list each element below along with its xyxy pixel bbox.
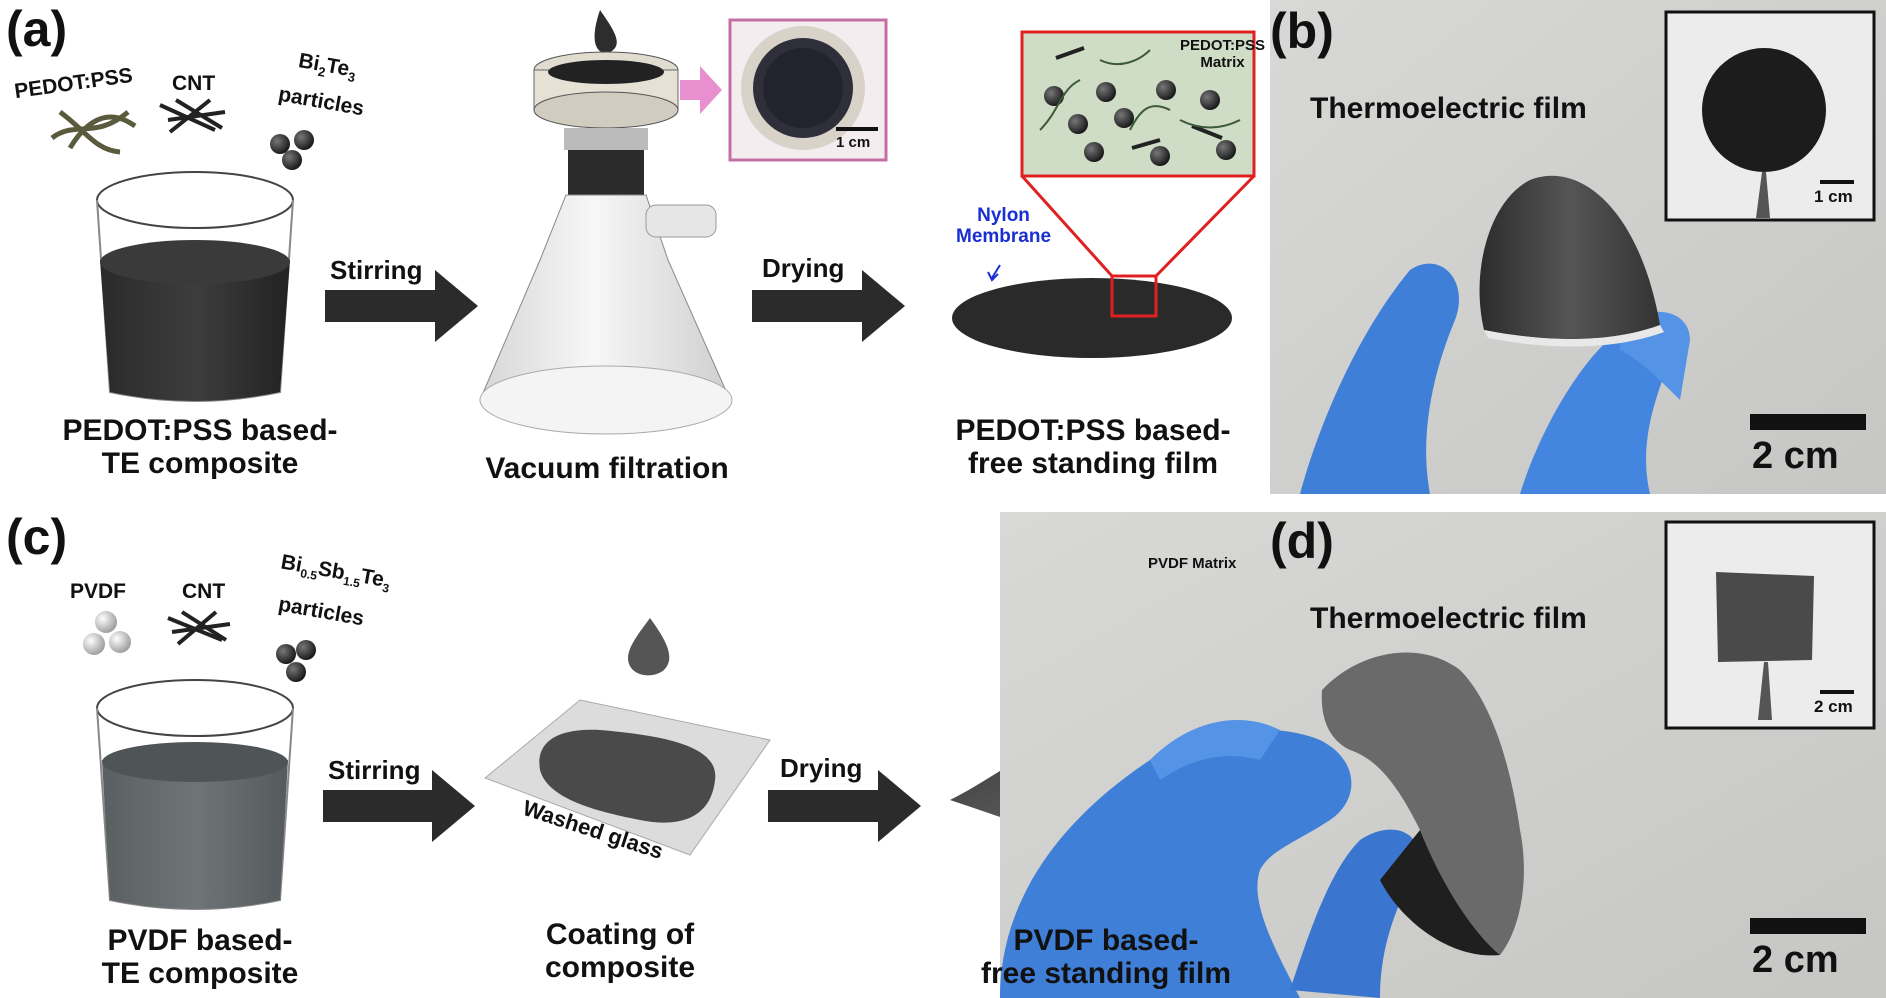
label-thermoelectric-film-d: Thermoelectric film (1310, 602, 1587, 635)
pink-arrow-icon (680, 66, 722, 114)
beaker-pvdf (96, 679, 294, 910)
pedot-matrix-zoom (1020, 30, 1256, 178)
bst-sub1: 0.5 (299, 566, 319, 583)
caption-pedot-film: PEDOT:PSS based- free standing film (928, 414, 1258, 480)
label-thermoelectric-film-b: Thermoelectric film (1310, 92, 1587, 125)
label-stirring-a: Stirring (330, 255, 423, 285)
caption-vacuum-filtration: Vacuum filtration (485, 452, 729, 485)
photo-b (1270, 0, 1886, 494)
stirring-arrow-a (325, 270, 478, 342)
panel-letter-b: (b) (1270, 3, 1334, 59)
cnt-bundle-icon-c (167, 610, 231, 646)
caption-coating-line1: Coating of (545, 918, 695, 951)
bst-sb: Sb (316, 557, 347, 585)
label-pvdf: PVDF (70, 580, 127, 603)
photo-d (1000, 512, 1886, 998)
label-drying-a: Drying (762, 253, 845, 283)
label-pedot-matrix-line1: PEDOT:PSS (1180, 37, 1266, 54)
caption-coating-line2: composite (544, 951, 696, 984)
panel-letter-c: (c) (6, 509, 68, 565)
caption-pvdf-composite-line1: PVDF based- (107, 924, 293, 957)
inset-scale-d: 2 cm (1814, 697, 1853, 716)
pedot-fiber-icon (50, 109, 137, 155)
beaker-pedot (96, 171, 294, 402)
photo-scale-a: 1 cm (836, 134, 871, 151)
caption-pvdf-composite: PVDF based- TE composite (70, 924, 330, 990)
label-nylon-line2: Membrane (956, 225, 1052, 247)
scale-b: 2 cm (1752, 435, 1839, 477)
pvdf-particles-icon (83, 611, 131, 655)
label-nylon-membrane: Nylon Membrane (956, 205, 1052, 248)
label-stirring-c: Stirring (328, 755, 421, 785)
vacuum-filtration-flask (479, 10, 733, 435)
label-cnt-a: CNT (172, 72, 216, 95)
drying-arrow-a (752, 270, 905, 342)
label-nylon-line1: Nylon (977, 205, 1030, 226)
caption-pedot-composite: PEDOT:PSS based- TE composite (40, 414, 360, 480)
label-drying-c: Drying (780, 753, 863, 783)
caption-pvdf-film-line1: PVDF based- (1013, 924, 1199, 957)
panel-letter-d: (d) (1270, 513, 1334, 569)
caption-pvdf-film-line2: free standing film (980, 957, 1232, 990)
caption-pedot-film-line2: free standing film (967, 447, 1219, 480)
label-pedot-matrix-line2: Matrix (1200, 53, 1245, 71)
bst-sub2: 1.5 (342, 573, 362, 591)
caption-pedot-film-line1: PEDOT:PSS based- (955, 414, 1231, 447)
label-cnt-c: CNT (182, 580, 226, 603)
panel-letter-a: (a) (6, 1, 68, 57)
drying-arrow-c (768, 770, 921, 842)
cnt-bundle-icon (159, 98, 226, 134)
coating-glass (484, 618, 771, 856)
caption-coating: Coating of composite (520, 918, 720, 984)
inset-scale-b: 1 cm (1814, 187, 1853, 206)
bst-particles-icon (276, 640, 316, 682)
bi2te3-particles-icon (270, 130, 314, 170)
label-pedot-matrix: PEDOT:PSS Matrix (1180, 37, 1266, 71)
caption-pedot-composite-line2: TE composite (101, 447, 299, 480)
filtration-photo (728, 18, 888, 162)
caption-pvdf-film: PVDF based- free standing film (956, 924, 1256, 990)
label-pvdf-matrix: PVDF Matrix (1148, 555, 1237, 572)
pedot-membrane (952, 174, 1256, 358)
scale-d: 2 cm (1752, 939, 1839, 981)
caption-pvdf-composite-line2: TE composite (101, 957, 299, 990)
caption-pedot-composite-line1: PEDOT:PSS based- (62, 414, 338, 447)
stirring-arrow-c (323, 770, 475, 842)
